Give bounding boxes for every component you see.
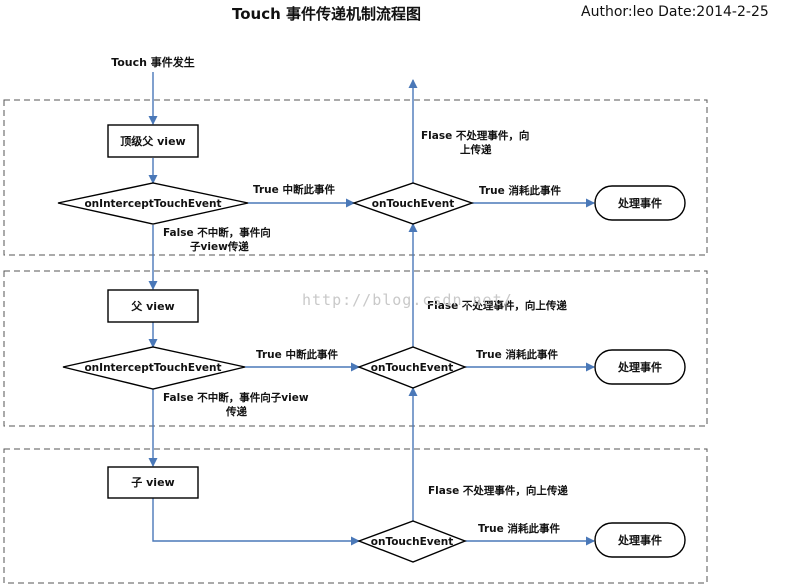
top-handle-event-label: 处理事件	[617, 196, 662, 210]
parent-intercept-diamond	[62, 346, 246, 390]
child-ontouch-label: onTouchEvent	[371, 536, 453, 548]
child-view-label: 子 view	[131, 476, 174, 489]
blog-watermark: http://blog.csdn.net/	[302, 291, 513, 309]
top-ontouch-false-label-2: 上传递	[460, 143, 492, 156]
top-ontouch-diamond	[351, 182, 475, 225]
section-frame-top	[3, 99, 708, 256]
top-ontouch-true-label: True 消耗此事件	[479, 184, 561, 197]
section-frame-parent	[3, 270, 708, 427]
parent-ontouch-true-label: True 消耗此事件	[476, 348, 558, 361]
child-handle-event-label: 处理事件	[617, 533, 662, 547]
parent-ontouch-false-label: Flase 不处理事件，向上传递	[427, 299, 567, 312]
top-intercept-label: onInterceptTouchEvent	[84, 198, 221, 210]
arrow-child-view-to-ontouch	[152, 498, 360, 546]
top-intercept-diamond	[57, 182, 249, 225]
parent-view-label: 父 view	[130, 300, 174, 313]
top-parent-view-label: 顶级父 view	[120, 134, 185, 148]
parent-intercept-true-label: True 中断此事件	[256, 348, 338, 361]
section-frame-child	[3, 448, 708, 584]
top-intercept-true-label: True 中断此事件	[253, 183, 335, 196]
parent-intercept-false-label-1: False 不中断，事件向子view	[163, 391, 309, 404]
parent-ontouch-label: onTouchEvent	[371, 362, 453, 374]
top-intercept-false-label-1: False 不中断，事件向	[163, 226, 271, 239]
parent-view-box	[107, 289, 199, 323]
author-date: Author:leo Date:2014-2-25	[581, 4, 769, 20]
top-intercept-false-label-2: 子view传递	[190, 240, 249, 253]
top-handle-event-box	[594, 185, 686, 221]
start-label: Touch 事件发生	[111, 55, 195, 69]
parent-intercept-label: onInterceptTouchEvent	[84, 362, 221, 374]
parent-ontouch-diamond	[357, 346, 467, 389]
top-ontouch-label: onTouchEvent	[372, 198, 454, 210]
child-ontouch-false-label: Flase 不处理事件，向上传递	[428, 484, 568, 497]
top-parent-view-box	[107, 124, 199, 158]
child-view-box	[107, 466, 199, 499]
parent-handle-event-box	[594, 349, 686, 385]
parent-intercept-false-label-2: 传递	[225, 405, 247, 418]
page-title: Touch 事件传递机制流程图	[232, 5, 422, 23]
child-ontouch-diamond	[357, 520, 467, 563]
child-handle-event-box	[594, 522, 686, 558]
child-ontouch-true-label: True 消耗此事件	[478, 522, 560, 535]
parent-handle-event-label: 处理事件	[617, 360, 662, 374]
top-ontouch-false-label-1: Flase 不处理事件，向	[421, 129, 529, 142]
